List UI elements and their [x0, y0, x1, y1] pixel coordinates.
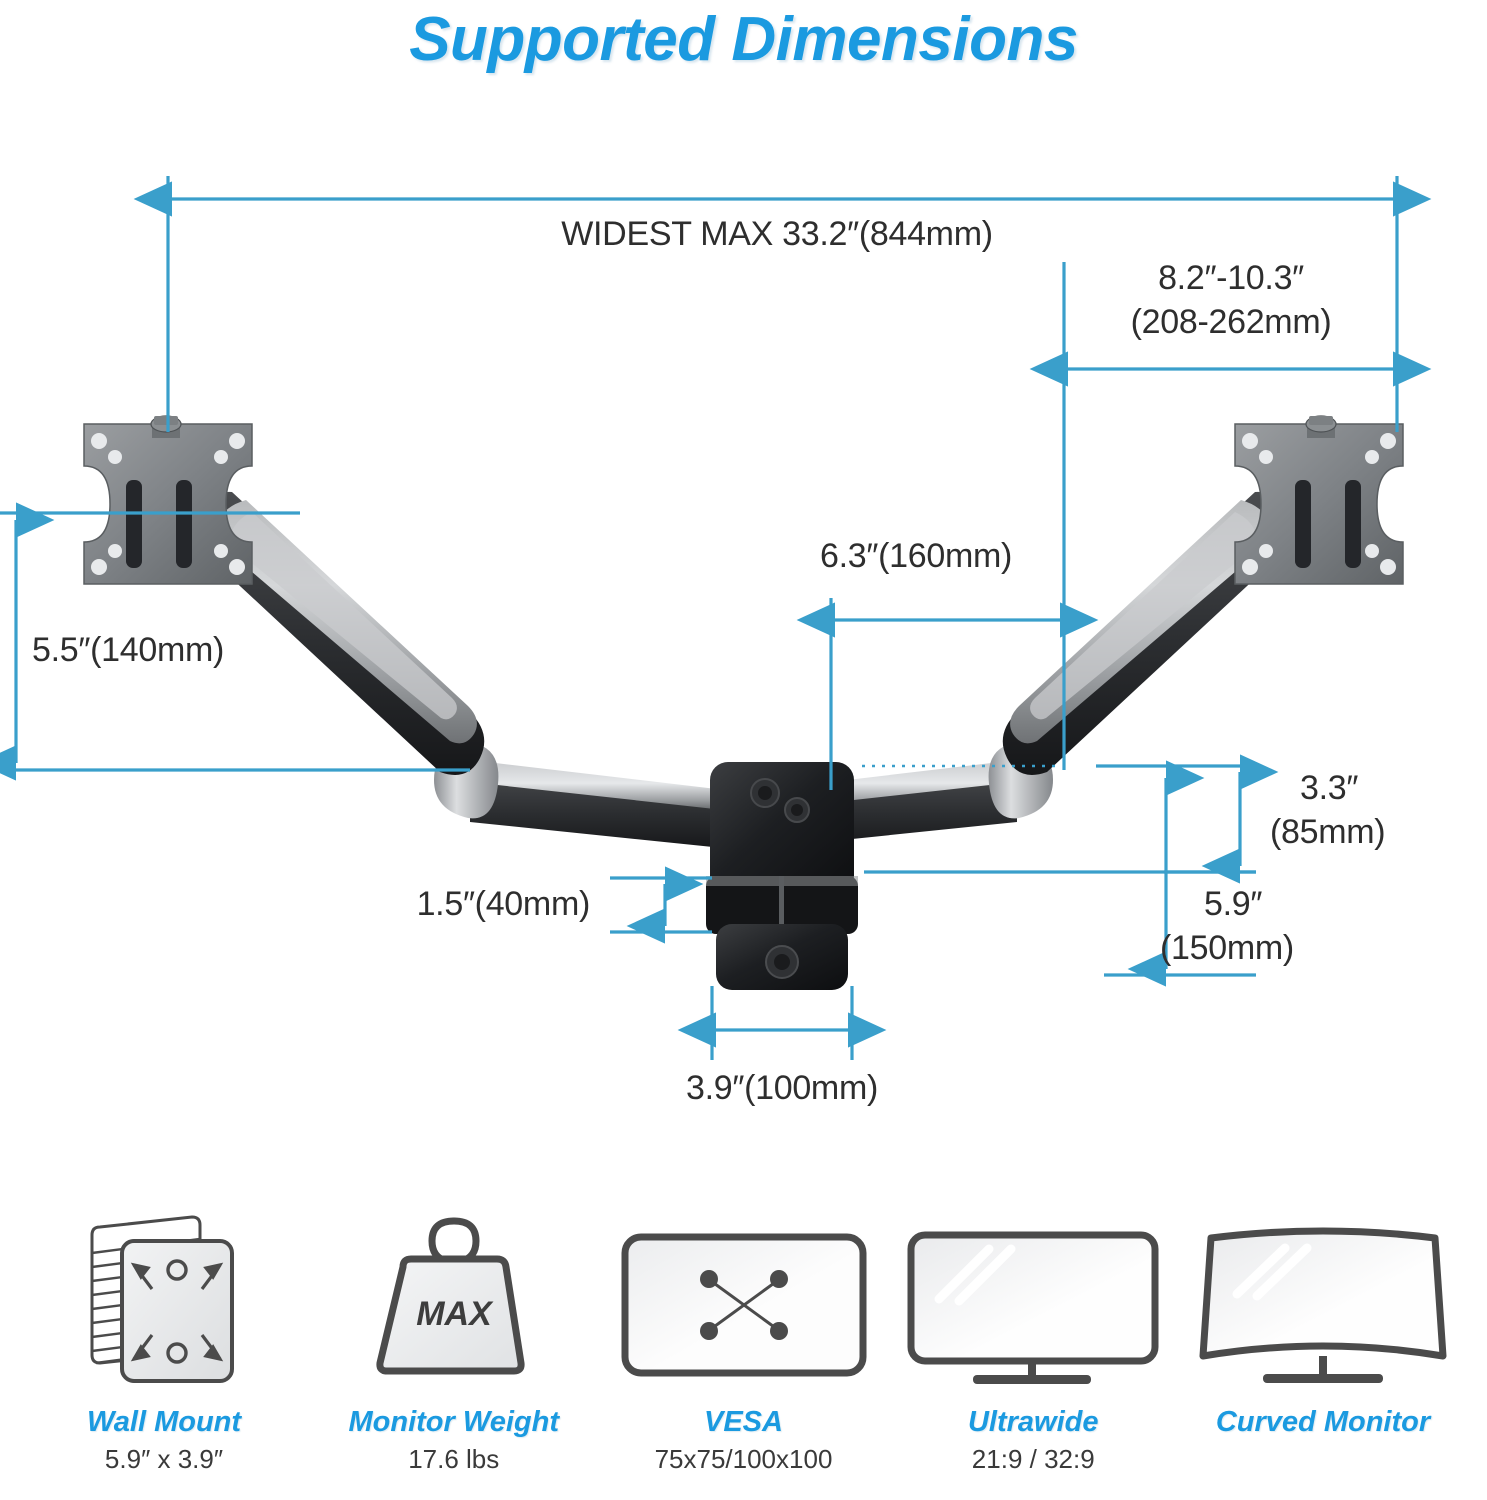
dim-label-plate-thickness: 1.5″(40mm) [416, 885, 591, 923]
weight-icon: MAX [369, 1210, 539, 1400]
feature-name-curved-monitor: Curved Monitor [1215, 1406, 1431, 1438]
feature-monitor-weight: MAX Monitor Weight 17.6 lbs [324, 1210, 584, 1475]
feature-vesa: VESA 75x75/100x100 [614, 1210, 874, 1475]
wall-mount-icon [74, 1210, 254, 1400]
weight-icon-max-text: MAX [416, 1295, 494, 1333]
dim-label-plate-width: 3.9″(100mm) [685, 1069, 879, 1107]
dim-label-drop-lower-line1: 5.9″ [1204, 885, 1263, 923]
dim-label-monitor-height: 5.5″(140mm) [32, 631, 225, 669]
dim-label-inner-span: 6.3″(160mm) [820, 537, 1013, 575]
dim-monitor-height [0, 502, 470, 781]
vesa-plate-left [83, 415, 253, 585]
feature-value-ultrawide: 21:9 / 32:9 [971, 1444, 1095, 1474]
dim-drop-upper [1096, 754, 1279, 884]
dim-plate-width [677, 986, 887, 1060]
feature-ultrawide: Ultrawide 21:9 / 32:9 [903, 1210, 1163, 1475]
dim-label-drop-upper-line1: 3.3″ [1300, 769, 1359, 807]
feature-name-ultrawide: Ultrawide [967, 1406, 1099, 1438]
page-title: Supported Dimensions [409, 5, 1078, 74]
dim-widest-max [133, 176, 1432, 432]
left-arm-assembly [83, 415, 742, 850]
feature-name-vesa: VESA [704, 1406, 783, 1438]
feature-name-monitor-weight: Monitor Weight [348, 1406, 559, 1438]
dim-plate-thickness [610, 866, 712, 944]
dim-inner-span [796, 598, 1099, 790]
wall-mount-hub [706, 762, 858, 990]
right-arm-assembly [745, 415, 1404, 850]
dim-label-arm-reach-line2: (208-262mm) [1130, 303, 1332, 341]
feature-name-wall-mount: Wall Mount [86, 1406, 242, 1438]
dim-drop-lower [864, 760, 1256, 987]
ultrawide-monitor-icon [903, 1210, 1163, 1400]
dim-label-drop-upper-line2: (85mm) [1270, 813, 1386, 851]
feature-value-monitor-weight: 17.6 lbs [408, 1444, 500, 1474]
dim-label-drop-lower-line2: (150mm) [1160, 929, 1294, 967]
dim-label-arm-reach-line1: 8.2″-10.3″ [1158, 259, 1304, 297]
dim-arm-reach [1029, 262, 1432, 770]
feature-curved-monitor: Curved Monitor [1193, 1210, 1453, 1444]
vesa-icon [619, 1210, 869, 1400]
feature-value-vesa: 75x75/100x100 [654, 1444, 833, 1474]
vesa-plate-right [1234, 415, 1404, 585]
dim-label-widest-max: WIDEST MAX 33.2″(844mm) [561, 215, 993, 253]
feature-row: Wall Mount 5.9″ x 3.9″ MAX Monitor [0, 1210, 1487, 1500]
curved-monitor-icon [1191, 1210, 1456, 1400]
feature-value-wall-mount: 5.9″ x 3.9″ [104, 1444, 224, 1474]
feature-wall-mount: Wall Mount 5.9″ x 3.9″ [34, 1210, 294, 1475]
